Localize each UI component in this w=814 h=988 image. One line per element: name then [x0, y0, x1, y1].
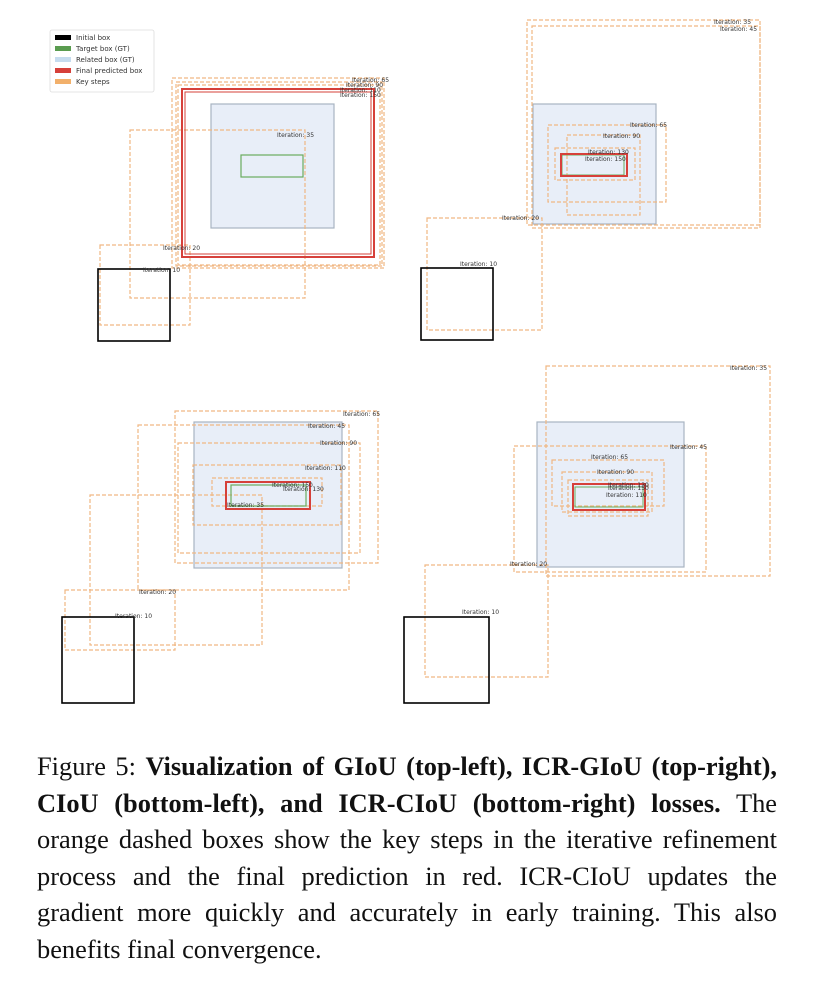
caption-rest: The orange dashed boxes show the key ste… [37, 787, 777, 964]
iteration-label: Iteration: 90 [320, 440, 357, 447]
key-step-box [89, 494, 263, 646]
iteration-label: Iteration: 65 [630, 122, 667, 129]
caption-bold: Visualization of GIoU (top-left), ICR-GI… [37, 751, 778, 818]
iteration-label: Iteration: 150 [608, 485, 649, 492]
iteration-label: Iteration: 20 [139, 589, 176, 596]
iteration-label: Iteration: 10 [115, 613, 152, 620]
panel-icr-ciou: Iteration: 35 Iteration: 45 Iteration: 6… [403, 365, 771, 704]
key-step-box [129, 129, 306, 299]
initial-box [420, 267, 494, 341]
iteration-label: Iteration: 110 [606, 492, 647, 499]
final-box [184, 91, 372, 255]
related-box [210, 103, 335, 229]
iteration-label: Iteration: 10 [143, 267, 180, 274]
legend-label-final: Final predicted box [76, 67, 142, 75]
key-step-box [531, 25, 761, 229]
key-step-box [551, 459, 665, 507]
legend-swatch-final [55, 68, 71, 73]
final-box [225, 481, 311, 510]
iteration-label: Iteration: 10 [462, 609, 499, 616]
key-step-box [137, 424, 350, 591]
iteration-label: Iteration: 65 [591, 454, 628, 461]
figure-canvas: Initial box Target box (GT) Related box … [49, 19, 771, 704]
iteration-label: Iteration: 35 [227, 502, 264, 509]
key-step-box [177, 442, 361, 554]
key-step-box [64, 589, 176, 651]
panel-icr-giou: Iteration: 35 Iteration: 45 Iteration: 6… [420, 19, 761, 341]
key-step-box [554, 147, 636, 181]
iteration-label: Iteration: 150 [340, 92, 381, 99]
key-step-box [545, 365, 771, 577]
legend-label-related: Related box (GT) [76, 56, 135, 64]
key-step-box [99, 244, 191, 326]
initial-box [97, 268, 171, 342]
iteration-label: Iteration: 110 [340, 87, 381, 94]
iteration-label: Iteration: 20 [502, 215, 539, 222]
iteration-label: Iteration: 35 [730, 365, 767, 372]
iteration-label: Iteration: 130 [608, 482, 649, 489]
panel-ciou: Iteration: 65 Iteration: 45 Iteration: 9… [61, 410, 380, 704]
key-step-box [171, 77, 385, 269]
initial-box [403, 616, 490, 704]
key-step-box [567, 479, 649, 517]
key-step-box [175, 81, 383, 267]
key-step-box [526, 19, 761, 226]
iteration-label: Iteration: 150 [585, 156, 626, 163]
figure-caption: Figure 5: Visualization of GIoU (top-lef… [37, 748, 777, 967]
target-box [230, 484, 307, 507]
iteration-label: Iteration: 90 [603, 133, 640, 140]
iteration-label: Iteration: 90 [597, 469, 634, 476]
key-step-box [426, 217, 543, 331]
key-step-box [174, 410, 379, 564]
iteration-label: Iteration: 20 [510, 561, 547, 568]
iteration-label: Iteration: 90 [346, 82, 383, 89]
key-step-box [547, 124, 667, 203]
target-box [240, 154, 304, 178]
iteration-label: Iteration: 45 [670, 444, 707, 451]
key-step-box [424, 564, 549, 678]
legend-label-key: Key steps [76, 78, 110, 86]
key-step-box [513, 445, 707, 573]
iteration-label: Iteration: 35 [714, 19, 751, 26]
iteration-label: Iteration: 45 [720, 26, 757, 33]
final-box [560, 153, 628, 177]
iteration-label: Iteration: 130 [588, 149, 629, 156]
iteration-label: Iteration: 45 [308, 423, 345, 430]
legend-label-initial: Initial box [76, 34, 110, 42]
iteration-label: Iteration: 110 [305, 465, 346, 472]
legend-swatch-key [55, 79, 71, 84]
legend-swatch-related [55, 57, 71, 62]
iteration-label: Iteration: 35 [277, 132, 314, 139]
iteration-label: Iteration: 150 [272, 482, 313, 489]
target-box [574, 486, 644, 508]
legend-swatch-target [55, 46, 71, 51]
legend-label-target: Target box (GT) [75, 45, 130, 53]
final-box [572, 483, 646, 511]
initial-box [61, 616, 135, 704]
final-box [181, 88, 375, 258]
caption-prefix: Figure 5: [37, 751, 146, 781]
key-step-box [177, 84, 381, 266]
iteration-label: Iteration: 10 [460, 261, 497, 268]
legend: Initial box Target box (GT) Related box … [49, 29, 155, 93]
key-step-box [561, 471, 653, 513]
iteration-label: Iteration: 65 [352, 77, 389, 84]
iteration-label: Iteration: 130 [283, 486, 324, 493]
legend-swatch-initial [55, 35, 71, 40]
panel-giou: Iteration: 65 Iteration: 90 Iteration: 1… [97, 77, 389, 342]
iteration-label: Iteration: 65 [343, 411, 380, 418]
iteration-label: Iteration: 20 [163, 245, 200, 252]
